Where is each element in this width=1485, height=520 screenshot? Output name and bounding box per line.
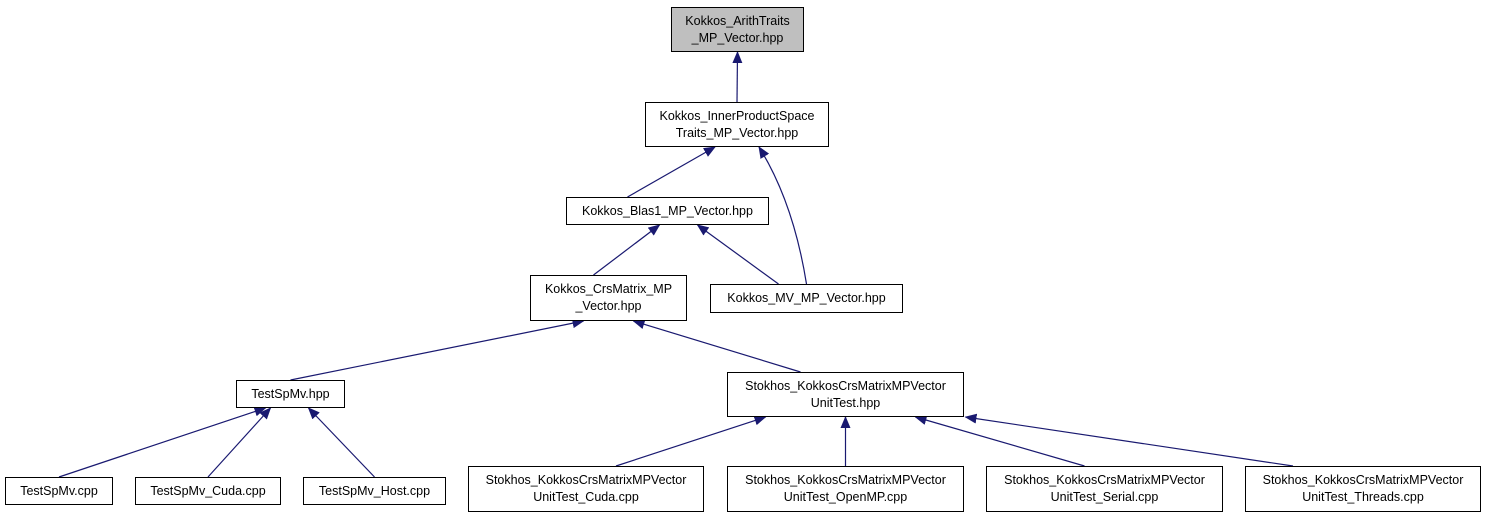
node-label-line-1: Kokkos_ArithTraits [685,13,790,28]
edge-mv-to-inner [758,146,808,285]
node-label-line-2: UnitTest_Serial.cpp [1050,490,1159,504]
node-stokhos-unittest-hpp[interactable]: Stokhos_KokkosCrsMatrixMPVector UnitTest… [727,372,964,417]
edge-stokthreads-to-stokhpp [964,413,1294,467]
node-label: TestSpMv.hpp [251,386,330,401]
node-stokhos-unittest-cuda-cpp[interactable]: Stokhos_KokkosCrsMatrixMPVector UnitTest… [468,466,704,512]
node-testspmv-hpp[interactable]: TestSpMv.hpp [236,380,345,408]
edge-mv-to-blas1 [696,224,779,285]
node-label: Kokkos_MV_MP_Vector.hpp [727,291,886,305]
edge-crs-to-blas1 [593,224,661,276]
node-label-line-2: UnitTest_Threads.cpp [1302,490,1424,504]
node-label: TestSpMv_Cuda.cpp [150,483,266,498]
node-label-line-1: Stokhos_KokkosCrsMatrixMPVector [1004,473,1205,487]
node-label-line-2: Traits_MP_Vector.hpp [675,125,799,140]
node-label-line-2: UnitTest_Cuda.cpp [533,490,639,504]
node-testspmv-cuda-cpp[interactable]: TestSpMv_Cuda.cpp [135,477,281,505]
edge-testcuda-to-testhpp [207,407,272,478]
node-testspmv-cpp[interactable]: TestSpMv.cpp [5,477,113,505]
node-kokkos-innerproductspace-traits[interactable]: Kokkos_InnerProductSpace Traits_MP_Vecto… [645,102,829,147]
node-testspmv-host-cpp[interactable]: TestSpMv_Host.cpp [303,477,446,505]
edge-blas1-to-inner [627,146,716,198]
edge-stokcuda-to-stokhpp [615,415,767,467]
edge-stokserial-to-stokhpp [914,415,1085,467]
node-label-line-1: Stokhos_KokkosCrsMatrixMPVector [1262,473,1464,487]
edge-testcpp-to-testhpp [58,406,267,478]
edge-testhpp-to-crs [290,318,585,381]
node-label-line-1: Stokhos_KokkosCrsMatrixMPVector [485,473,687,487]
node-label-line-1: Stokhos_KokkosCrsMatrixMPVector [745,378,946,393]
node-label-line-1: Kokkos_InnerProductSpace [659,108,815,123]
node-kokkos-blas1-mp-vector[interactable]: Kokkos_Blas1_MP_Vector.hpp [566,197,769,225]
node-label-line-2: UnitTest_OpenMP.cpp [783,490,908,504]
node-label-line-2: _Vector.hpp [575,299,642,313]
node-stokhos-unittest-openmp-cpp[interactable]: Stokhos_KokkosCrsMatrixMPVector UnitTest… [727,466,964,512]
node-label-line-2: UnitTest.hpp [810,395,881,410]
edge-stokhpp-to-crs [632,319,801,373]
node-label: TestSpMv_Host.cpp [318,483,431,498]
node-label-line-2: _MP_Vector.hpp [691,30,784,45]
node-kokkos-crsmatrix-mp-vector[interactable]: Kokkos_CrsMatrix_MP _Vector.hpp [530,275,687,321]
node-label: TestSpMv.cpp [20,483,98,498]
edge-inner-to-arith [732,51,743,103]
node-label-line-1: Stokhos_KokkosCrsMatrixMPVector [745,473,946,487]
node-kokkos-mv-mp-vector[interactable]: Kokkos_MV_MP_Vector.hpp [710,284,903,313]
node-label: Kokkos_Blas1_MP_Vector.hpp [582,203,753,218]
node-label-line-1: Kokkos_CrsMatrix_MP [544,282,673,296]
edge-testhost-to-testhpp [307,407,375,478]
node-stokhos-unittest-threads-cpp[interactable]: Stokhos_KokkosCrsMatrixMPVector UnitTest… [1245,466,1481,512]
node-stokhos-unittest-serial-cpp[interactable]: Stokhos_KokkosCrsMatrixMPVector UnitTest… [986,466,1223,512]
node-kokkos-arithtraits-mp-vector: Kokkos_ArithTraits _MP_Vector.hpp [671,7,804,52]
